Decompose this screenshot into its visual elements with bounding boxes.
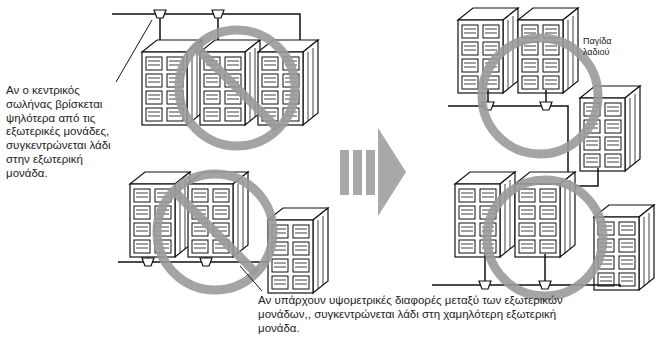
note-text: Αν ο κεντρικός σωλήνας βρίσκεται ψηλότερ… <box>6 84 124 181</box>
good-layout-oil-trap <box>448 8 640 186</box>
note-text: Αν υπάρχουν υψομετρικές διαφορές μεταξύ … <box>258 294 588 335</box>
bad-layout-main-pipe-above <box>112 10 318 146</box>
good-layout-level <box>432 172 654 296</box>
bad-layout-height-difference <box>118 172 328 293</box>
oil-trap-label: Παγίδα λαδιού <box>583 36 627 58</box>
transition-arrow <box>340 128 406 216</box>
